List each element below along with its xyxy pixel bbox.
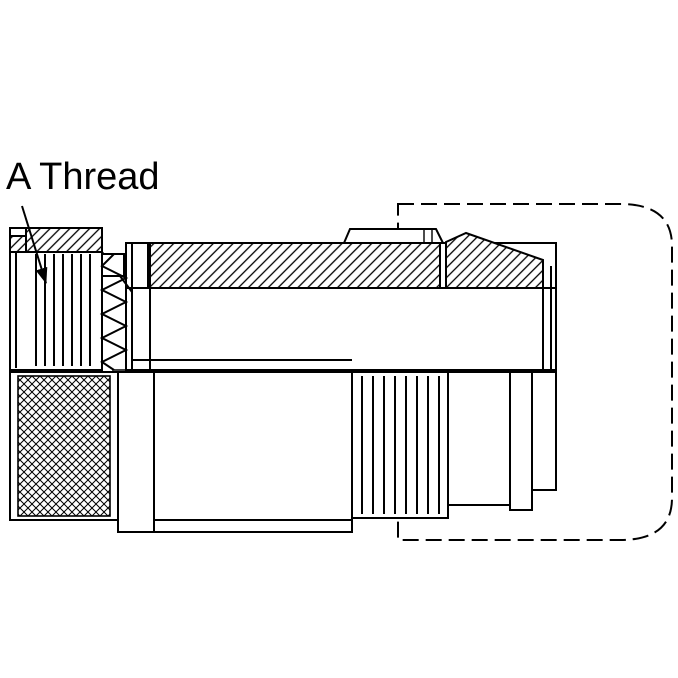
band-clamp-tab [342,228,445,244]
thread-hatch [25,227,103,253]
coupling-nut-thread-section [9,227,103,371]
cable-gland-ribs [351,371,449,519]
phantom-outline [397,203,673,541]
emi-cone-hatch [445,231,544,289]
knurled-grip [9,371,119,521]
wave-spring [99,251,133,371]
thread-label: A Thread [6,156,160,198]
shell-hatch-band [147,242,441,289]
thread-lines [35,254,91,366]
shell-body-section [125,228,557,371]
leader-arrow [21,205,48,284]
lower-body-exterior [117,371,353,533]
rear-steps [447,371,557,511]
